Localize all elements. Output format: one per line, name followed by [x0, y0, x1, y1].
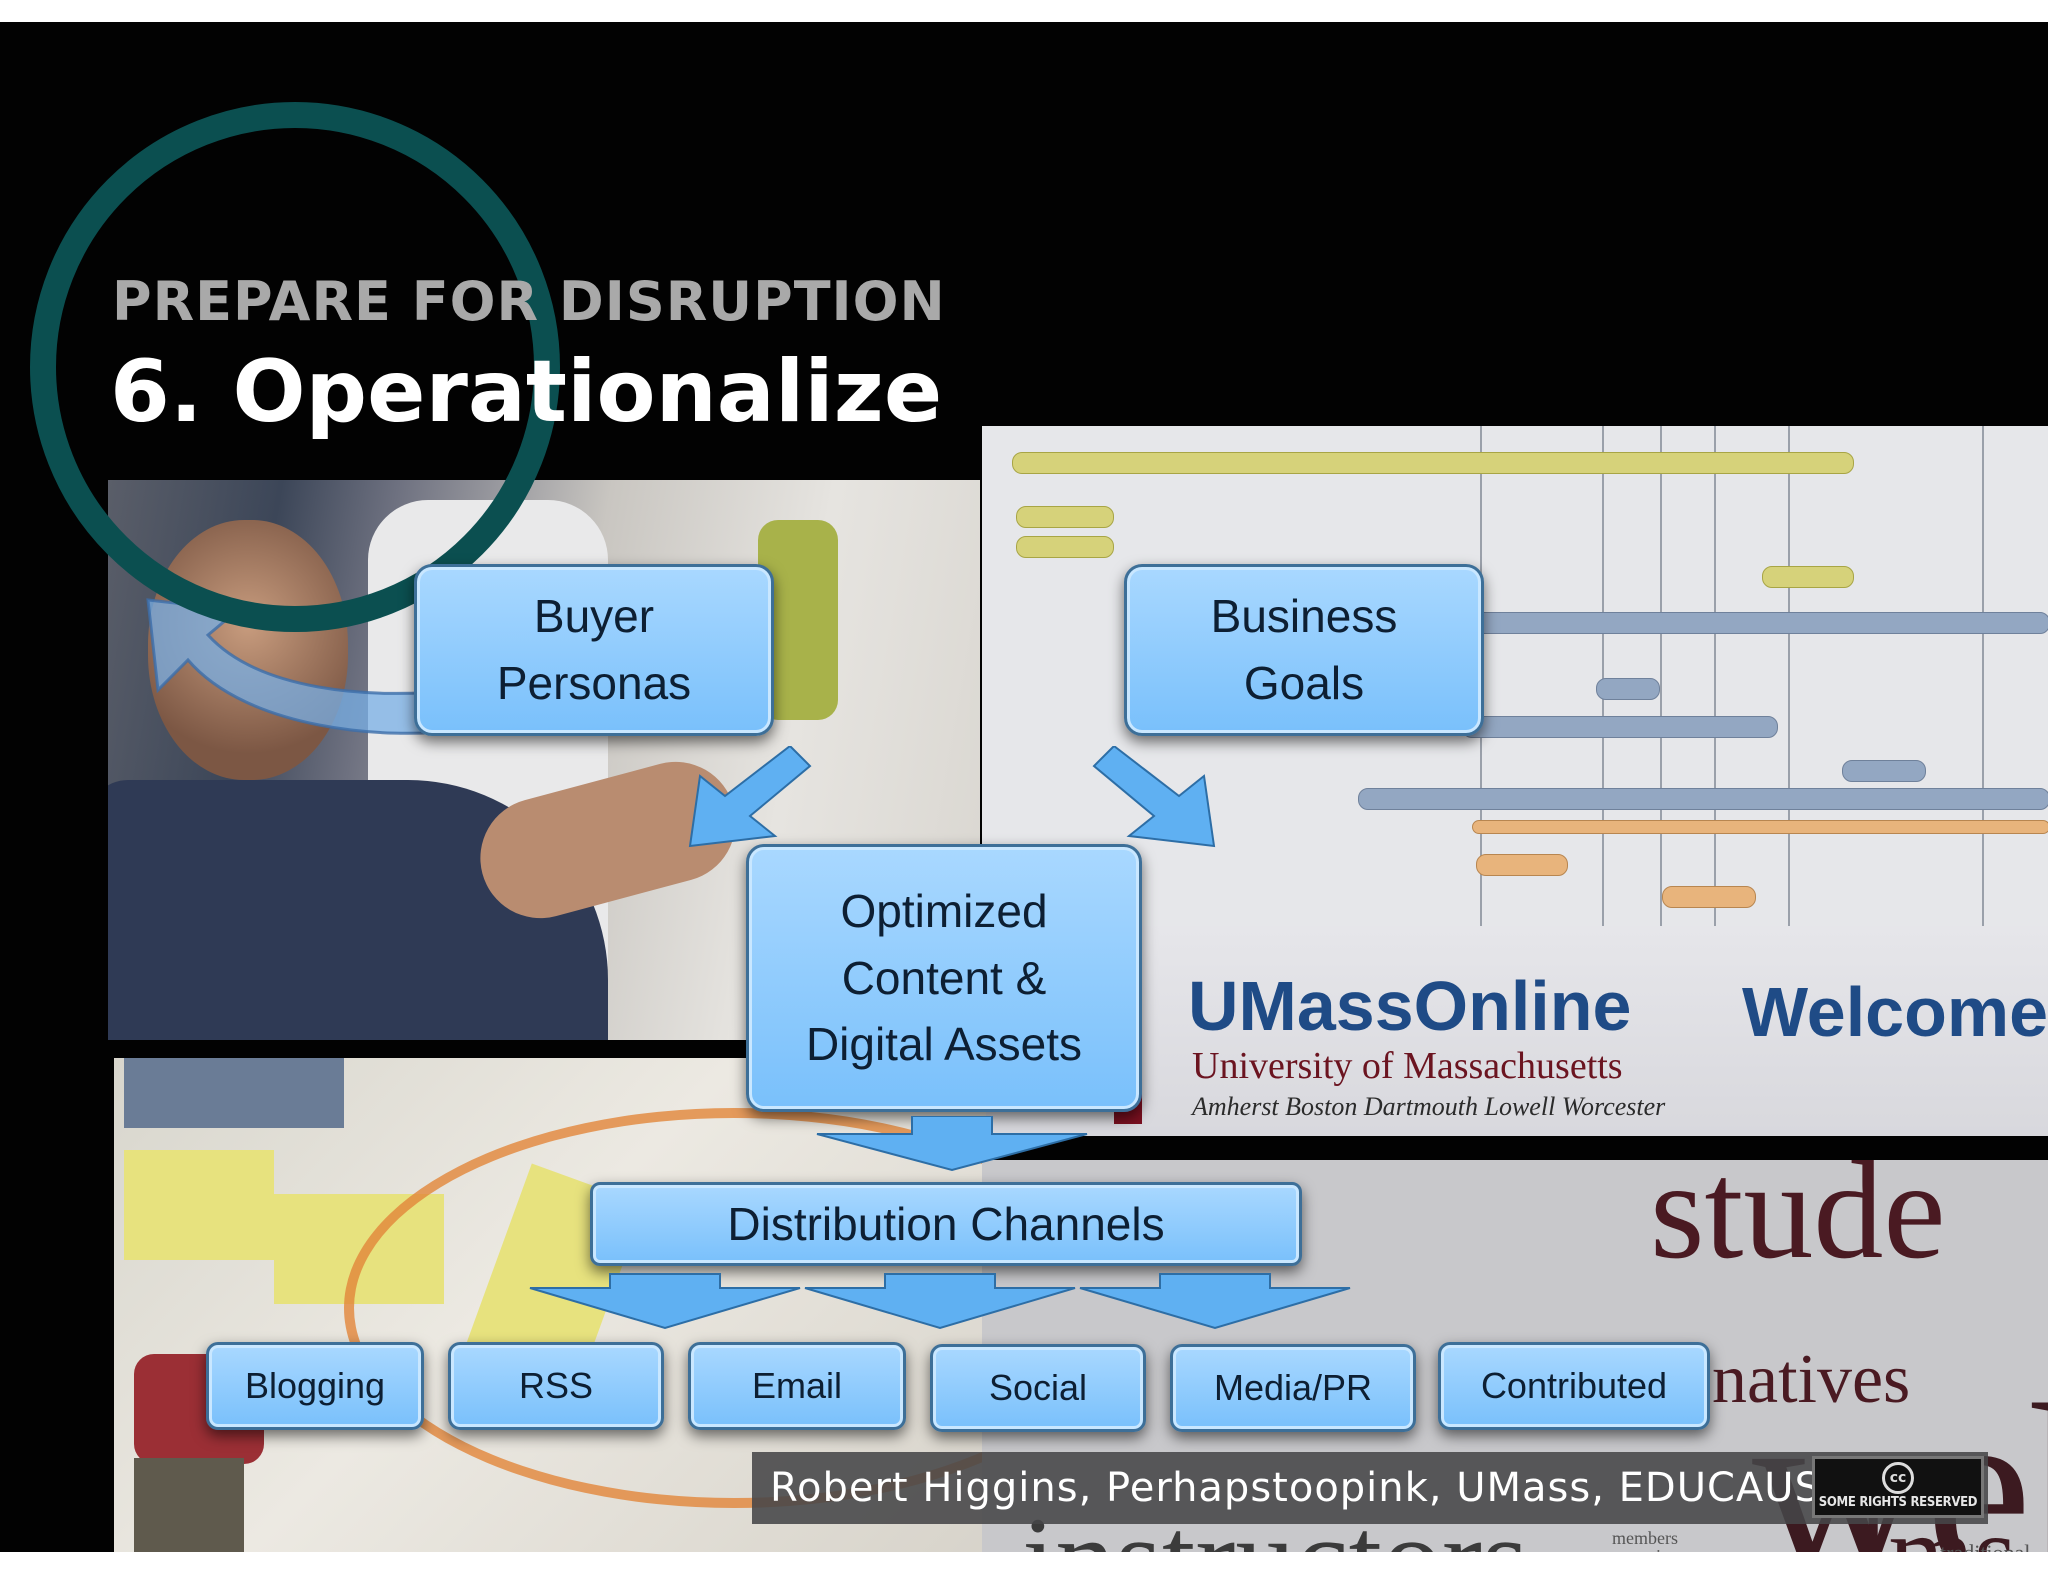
gantt-bar	[1472, 820, 2048, 834]
channel-media-pr: Media/PR	[1170, 1344, 1416, 1432]
gantt-bar	[1012, 452, 1854, 474]
gantt-gridline	[1982, 426, 1984, 936]
umass-brand: UMassOnline	[1188, 967, 1632, 1045]
gantt-bar	[1358, 788, 2048, 810]
channel-email: Email	[688, 1342, 906, 1430]
cloud-word: service	[1626, 1546, 1677, 1552]
gantt-bar	[1472, 612, 2048, 634]
bottom-margin	[0, 1552, 2048, 1582]
slide-kicker: PREPARE FOR DISRUPTION	[112, 270, 946, 333]
gantt-gridline	[1660, 426, 1662, 936]
marker-stroke	[344, 1108, 986, 1508]
umass-welcome: Welcome	[1742, 973, 2048, 1051]
sticky-note	[124, 1150, 274, 1260]
slide: UMassOnline University of Massachusetts …	[0, 22, 2048, 1552]
board-printout	[124, 1058, 344, 1128]
channel-blogging: Blogging	[206, 1342, 424, 1430]
creative-commons-badge: cc SOME RIGHTS RESERVED	[1812, 1456, 1984, 1518]
arrow-down-right-icon	[688, 746, 812, 848]
photo-credit: Robert Higgins, Perhapstoopink, UMass, E…	[752, 1452, 1988, 1524]
gantt-gridline	[1788, 426, 1790, 936]
cc-label: SOME RIGHTS RESERVED	[1818, 1495, 1978, 1510]
board-photo-group	[134, 1458, 244, 1552]
cloud-word: stude	[1650, 1160, 1946, 1288]
cloud-word: natives	[1712, 1341, 1911, 1418]
optimized-content-box: Optimized Content & Digital Assets	[746, 844, 1142, 1112]
curved-arrow-icon	[146, 598, 460, 735]
umass-campuses: Amherst Boston Dartmouth Lowell Worceste…	[1192, 1092, 1666, 1121]
gantt-bar	[1476, 854, 1568, 876]
gantt-bar	[1662, 886, 1756, 908]
slide-title: 6. Operationalize	[110, 342, 943, 442]
channel-social: Social	[930, 1344, 1146, 1432]
gantt-bar	[1842, 760, 1926, 782]
cloud-word: traditional	[1940, 1540, 2030, 1552]
photo-credit-text: Robert Higgins, Perhapstoopink, UMass, E…	[770, 1465, 1848, 1511]
cc-icon: cc	[1882, 1462, 1914, 1494]
cloud-word: members	[1612, 1528, 1678, 1548]
arrow-down-icon	[816, 1116, 1088, 1172]
gantt-bar	[1762, 566, 1854, 588]
buyer-personas-box: Buyer Personas	[414, 564, 774, 736]
gantt-bar	[1016, 506, 1114, 528]
channel-rss: RSS	[448, 1342, 664, 1430]
gantt-bar	[1596, 678, 1660, 700]
channel-contributed: Contributed	[1438, 1342, 1710, 1430]
business-goals-box: Business Goals	[1124, 564, 1484, 736]
umass-university: University of Massachusetts	[1192, 1045, 1623, 1087]
gantt-gridline	[1714, 426, 1716, 936]
gantt-bar	[1016, 536, 1114, 558]
arrow-fan-icon	[529, 1273, 1351, 1330]
arrow-down-left-icon	[1092, 746, 1216, 848]
gantt-bar	[1462, 716, 1778, 738]
distribution-channels-box: Distribution Channels	[590, 1182, 1302, 1266]
